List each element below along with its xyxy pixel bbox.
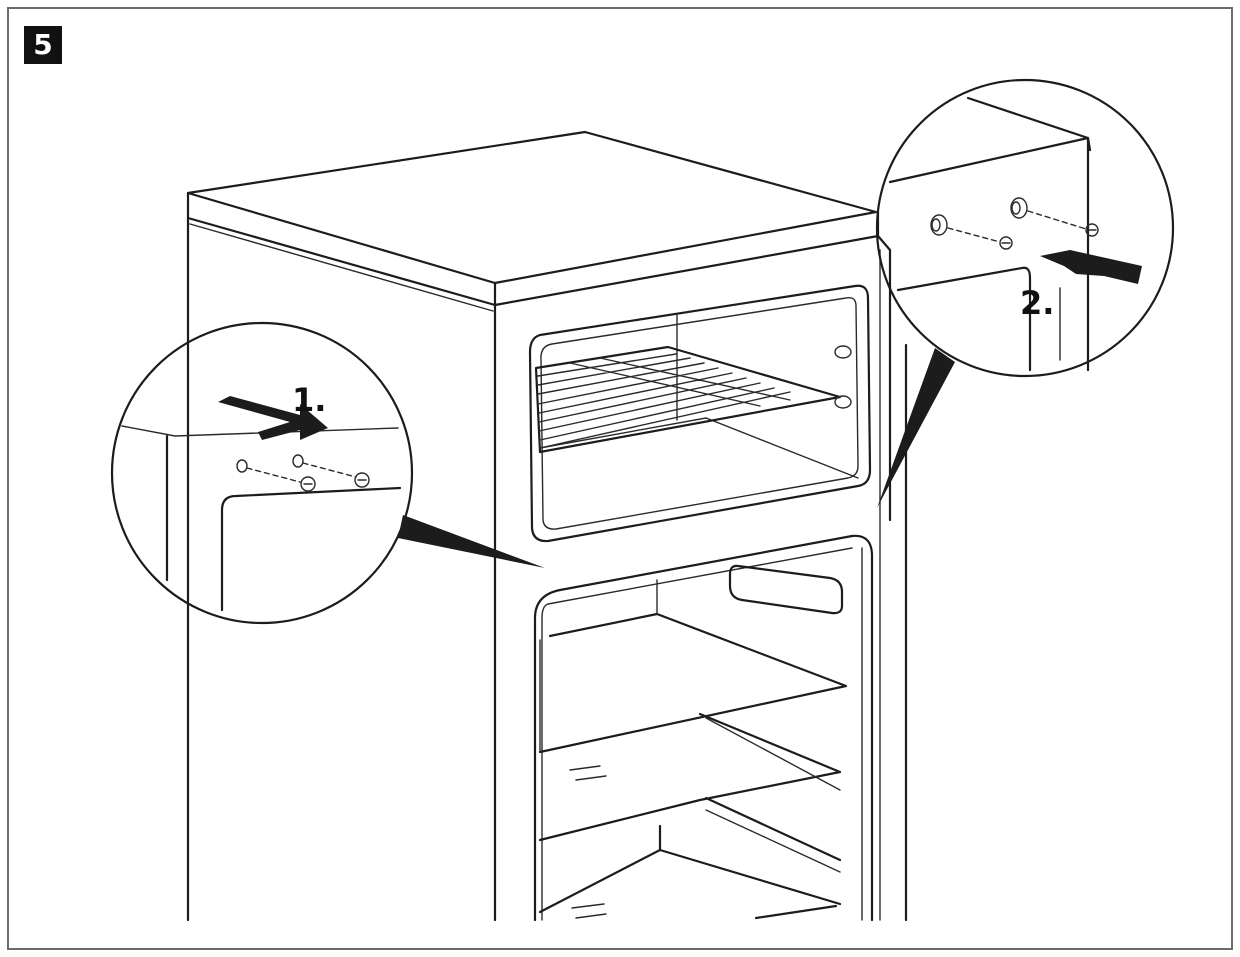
fridge-compartment xyxy=(533,534,874,922)
push-arrow-icon xyxy=(218,396,328,440)
step-label-1: 1. xyxy=(292,381,326,419)
step-label-2: 2. xyxy=(1020,284,1054,322)
right-callout-magnifier: 2. xyxy=(875,78,1175,378)
glass-shelf xyxy=(538,579,848,754)
left-callout-pointer xyxy=(398,515,545,568)
fridge-front-right-edge xyxy=(876,234,908,922)
fridge-top-surface xyxy=(186,130,878,285)
left-callout-magnifier: 1. xyxy=(110,321,414,625)
screw-holes-right xyxy=(930,197,1099,250)
light-housing xyxy=(728,564,844,615)
glass-shelf xyxy=(538,796,842,919)
shelf-peg xyxy=(834,395,852,409)
push-arrow-icon xyxy=(1040,250,1142,284)
shelf-peg xyxy=(834,345,852,359)
glass-shelf xyxy=(538,712,842,842)
screw-holes-left xyxy=(236,454,370,492)
fridge-top-edge xyxy=(186,191,880,307)
freezer-compartment xyxy=(528,284,872,543)
figure-frame xyxy=(7,7,1233,950)
refrigerator-body xyxy=(186,130,908,922)
step-number-badge: 5 xyxy=(24,26,62,64)
wire-shelf xyxy=(534,345,842,454)
right-callout-pointer xyxy=(877,348,955,508)
